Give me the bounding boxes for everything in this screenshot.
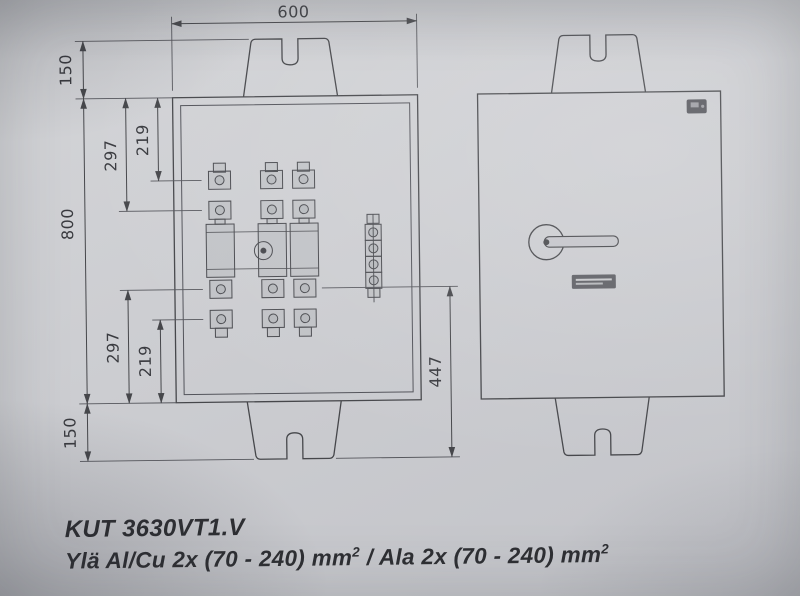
- front-bottom-cable-flange: [246, 400, 343, 461]
- dim-label-219-upper: 219: [133, 124, 152, 156]
- spec-text-top: Ylä Al/Cu 2x (70 - 240) mm: [65, 545, 353, 574]
- front-top-cable-flange: [242, 37, 339, 98]
- dimension-lower-219: 219: [136, 318, 204, 404]
- door-enclosure-outline: [476, 90, 725, 400]
- dimension-upper-297: 297: [101, 97, 202, 212]
- model-designation: KUT 3630VT1.V: [64, 513, 245, 544]
- assembly-frame-line-top: [206, 230, 319, 233]
- front-enclosure-inner-frame: [180, 102, 414, 396]
- brand-mark-icon: [686, 99, 707, 114]
- switch-shaft-center: [260, 247, 267, 254]
- dim-label-219-lower: 219: [136, 345, 155, 377]
- auxiliary-terminal-strip: [364, 213, 383, 303]
- dim-label-150-bottom: 150: [60, 417, 79, 449]
- front-view: [171, 37, 422, 461]
- dimension-flange-bottom: 150: [60, 403, 254, 462]
- dim-label-600: 600: [277, 2, 309, 21]
- switch-pole-3: [288, 161, 320, 337]
- door-view: [476, 33, 725, 457]
- terminal-screw: [368, 259, 379, 270]
- dimension-annotations: 600 150 800: [56, 2, 460, 462]
- handle-pivot: [543, 239, 550, 246]
- dim-label-297-upper: 297: [101, 139, 120, 171]
- spec-text-bottom: / Ala 2x (70 - 240) mm: [359, 542, 602, 571]
- handle-lever: [543, 235, 619, 248]
- door-bottom-cable-flange: [554, 396, 651, 457]
- dimension-upper-219: 219: [133, 97, 202, 182]
- operating-handle: [528, 224, 619, 261]
- dim-label-150-top: 150: [56, 54, 75, 86]
- terminal-screw: [368, 227, 379, 238]
- dim-label-297-lower: 297: [103, 331, 122, 363]
- front-enclosure-outline: [171, 94, 422, 404]
- handle-nameplate: [571, 274, 616, 289]
- assembly-frame-line-bottom: [206, 267, 319, 270]
- dimension-top-width: 600: [171, 2, 418, 91]
- terminal-strip-cap-top: [366, 213, 380, 224]
- switch-shaft-circle: [253, 241, 273, 261]
- terminal-screw: [368, 243, 379, 254]
- terminal-screw: [368, 275, 379, 286]
- dim-label-800: 800: [58, 208, 77, 240]
- door-top-cable-flange: [550, 33, 647, 94]
- terminal-strip-cap-bottom: [367, 287, 381, 298]
- switch-disconnector-assembly: [204, 161, 320, 338]
- switch-pole-1: [204, 162, 236, 338]
- dimension-bottom-section-447: 447: [321, 285, 460, 459]
- dimension-lower-297: 297: [103, 288, 203, 404]
- dimension-flange-top: 150: [56, 38, 249, 100]
- spec-superscript-1: 2: [352, 544, 361, 560]
- dim-label-447: 447: [426, 355, 445, 387]
- spec-superscript-2: 2: [601, 541, 610, 557]
